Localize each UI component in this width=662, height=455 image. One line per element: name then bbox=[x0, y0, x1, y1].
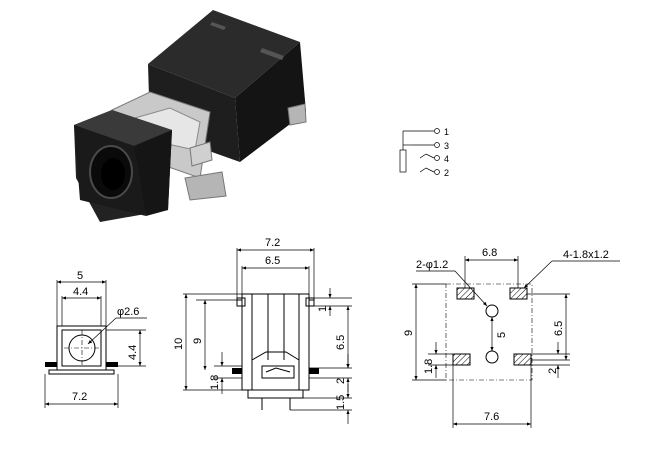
side-contact bbox=[261, 365, 295, 379]
dim-side-length-body: 6.5 bbox=[265, 255, 280, 267]
dim-fp-overall-x: 7.6 bbox=[484, 411, 499, 423]
pcb-footprint: 6.8 2-φ1.2 4-1.8x1.2 5 6.5 2 9 bbox=[403, 247, 620, 428]
dim-side-pad-pitch: 6.5 bbox=[335, 335, 347, 350]
fp-hole-bottom bbox=[485, 350, 499, 364]
product-photo bbox=[74, 10, 307, 222]
dim-side-height-total: 10 bbox=[173, 338, 185, 350]
dim-fp-pad-pitch-y: 6.5 bbox=[553, 321, 565, 336]
dim-side-tail: 1.5 bbox=[335, 395, 347, 410]
fp-pad-bottom-right bbox=[513, 353, 532, 366]
pin-foot-2 bbox=[287, 103, 307, 126]
label-fp-pad-spec: 4-1.8x1.2 bbox=[563, 249, 609, 261]
footprint-outline bbox=[445, 283, 533, 381]
dim-fp-pad-height: 1.8 bbox=[423, 359, 435, 374]
dim-front-hole-diameter: φ2.6 bbox=[117, 306, 139, 318]
pin-label-3: 3 bbox=[444, 141, 449, 151]
dim-side-pad-width: 2 bbox=[335, 378, 347, 384]
dim-side-pad-offset: 1.8 bbox=[209, 375, 221, 390]
dim-side-offset-top: 1 bbox=[317, 306, 329, 312]
dim-front-height-inner: 4.4 bbox=[127, 345, 139, 360]
dim-fp-overall-y: 9 bbox=[403, 330, 415, 336]
label-fp-hole-spec: 2-φ1.2 bbox=[416, 259, 448, 271]
housing-right-side bbox=[235, 42, 306, 162]
front-pad-left bbox=[45, 362, 57, 367]
pin-schematic: 1 3 4 2 bbox=[399, 127, 449, 178]
pin-label-4: 4 bbox=[444, 154, 449, 164]
pin-label-1: 1 bbox=[444, 127, 449, 137]
dim-fp-hole-pitch: 5 bbox=[496, 332, 508, 338]
dim-fp-pad-width: 2 bbox=[547, 368, 559, 374]
side-view: 7.2 6.5 10 9 1.8 bbox=[173, 237, 352, 424]
dim-fp-pad-pitch-x: 6.8 bbox=[482, 247, 497, 259]
front-view: 5 4.4 φ2.6 4.4 7.2 bbox=[44, 270, 147, 408]
fp-hole-top bbox=[485, 304, 499, 318]
pin-foot-1 bbox=[184, 171, 227, 201]
fp-pad-top-right bbox=[509, 287, 528, 300]
dim-side-height-body: 9 bbox=[192, 338, 204, 344]
fp-pad-bottom-left bbox=[452, 353, 471, 366]
housing-top bbox=[148, 10, 300, 98]
front-pad-right bbox=[106, 362, 118, 367]
dim-side-length-total: 7.2 bbox=[265, 237, 280, 249]
pin-label-2: 2 bbox=[444, 168, 449, 178]
dim-front-pad-span: 7.2 bbox=[72, 391, 87, 403]
dim-front-width-outer: 5 bbox=[77, 270, 83, 282]
dim-front-width-inner: 4.4 bbox=[73, 286, 88, 298]
fp-pad-top-left bbox=[456, 287, 475, 300]
